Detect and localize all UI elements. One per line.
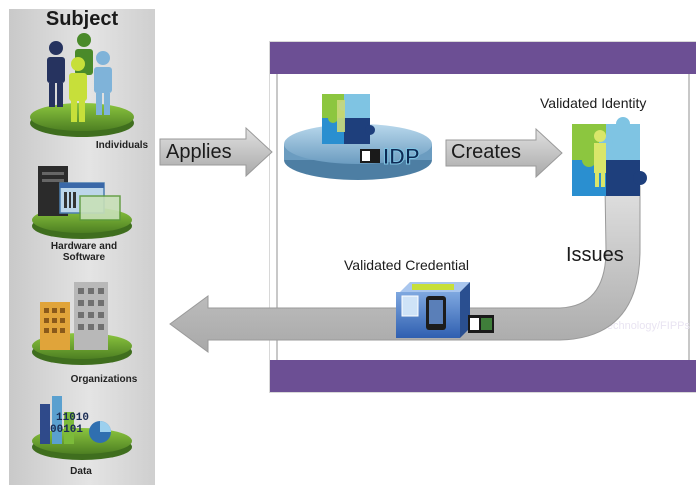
frame-bottom-bar: [270, 360, 696, 392]
validated-credential-caption: Validated Credential: [344, 257, 470, 273]
applies-arrow: [159, 126, 273, 178]
applies-label: Applies: [166, 141, 232, 163]
idp-puzzle-icon: [322, 94, 375, 144]
issues-label: Issues: [566, 244, 624, 266]
individuals-icon: [30, 33, 134, 137]
data-label: Data: [70, 466, 92, 477]
frame-top-bar: [270, 42, 696, 74]
return-arrow: [169, 185, 641, 353]
individuals-label: Individuals: [95, 140, 149, 151]
organizations-label: Organizations: [70, 374, 138, 385]
subject-title: Subject: [45, 8, 119, 30]
hardware-software-label: Hardware and Software: [50, 241, 118, 263]
validated-identity-icon: [572, 117, 647, 196]
creates-arrow: [445, 127, 563, 179]
frame-inner-border: [276, 74, 690, 360]
hardware-software-icon: [32, 166, 132, 239]
validated-identity-caption: Validated Identity: [540, 95, 647, 111]
data-binary-line-1: 11010: [56, 412, 89, 424]
data-icon: 11010 00101: [32, 396, 132, 460]
idp-label: IDP: [383, 144, 420, 169]
validated-credential-icon: [396, 282, 470, 338]
creates-label: Creates: [451, 141, 522, 163]
data-binary-line-2: 00101: [50, 424, 83, 436]
organizations-icon: [32, 282, 132, 365]
